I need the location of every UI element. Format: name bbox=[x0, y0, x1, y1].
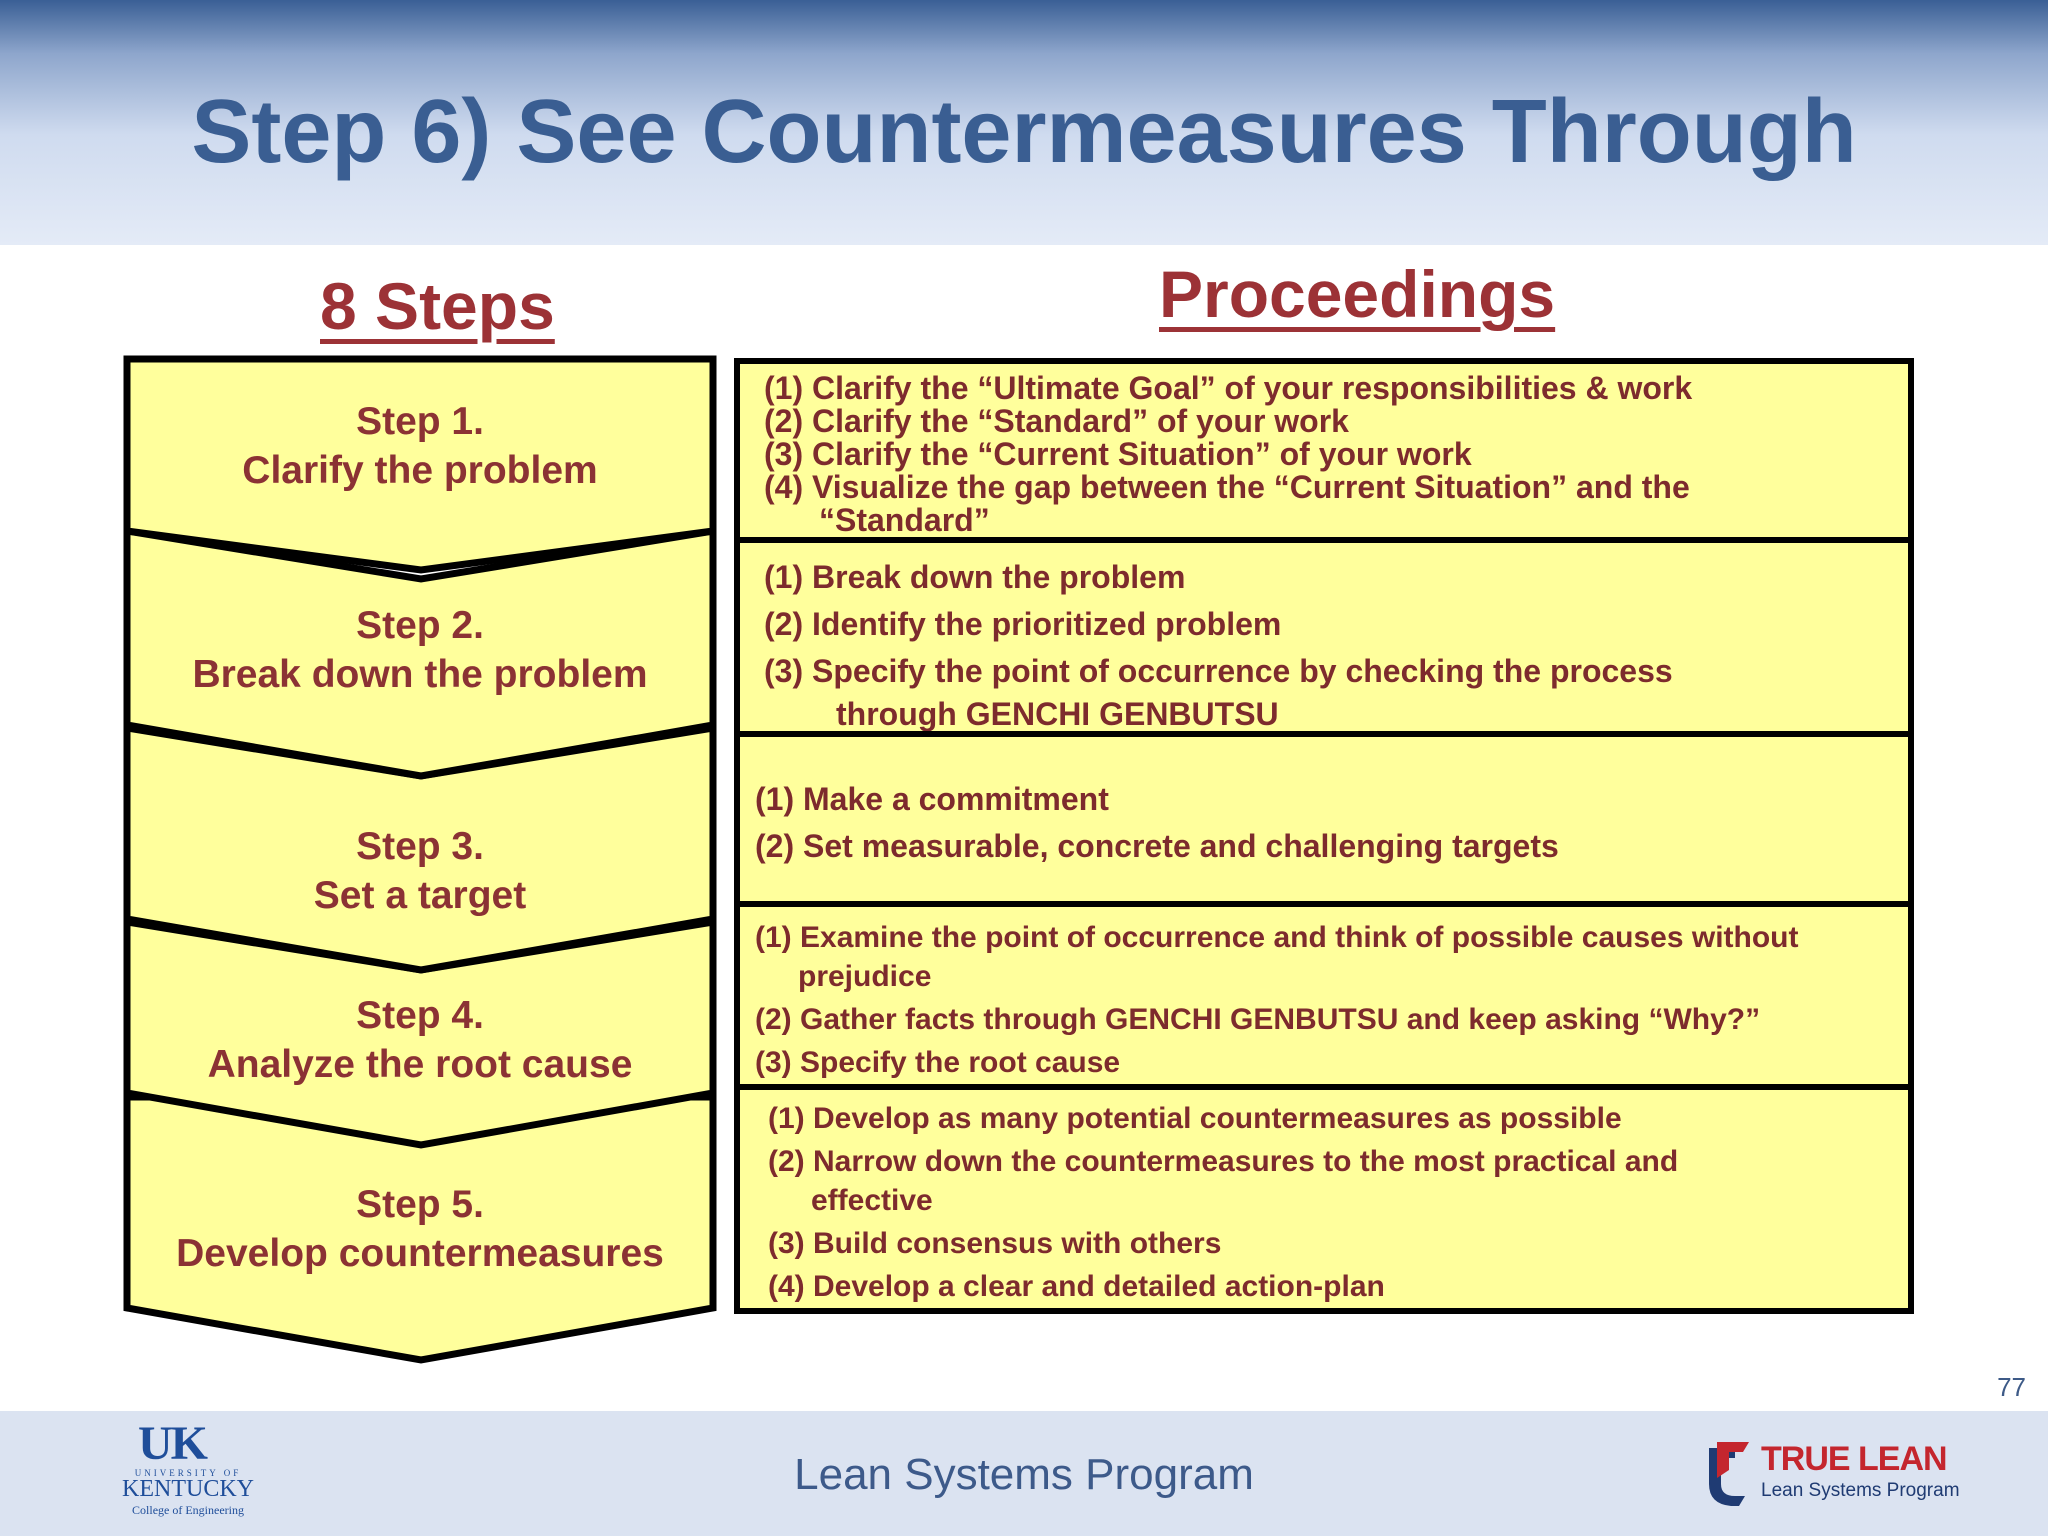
proceeding-line: (3) Build consensus with others bbox=[768, 1227, 1222, 1260]
proceeding-line: (2) Gather facts through GENCHI GENBUTSU… bbox=[755, 1003, 1761, 1036]
proceedings-box-step-2: (1) Break down the problem (2) Identify … bbox=[734, 537, 1914, 737]
true-lean-logo: TRUE LEAN Lean Systems Program bbox=[1705, 1440, 1960, 1510]
step-1-number: Step 1. bbox=[356, 400, 484, 443]
footer-bar bbox=[0, 1411, 2048, 1536]
page-number: 77 bbox=[1997, 1372, 2026, 1402]
footer-program-name: Lean Systems Program bbox=[794, 1450, 1254, 1499]
true-lean-title: TRUE LEAN bbox=[1761, 1440, 1948, 1478]
true-lean-subtitle: Lean Systems Program bbox=[1761, 1480, 1960, 1501]
proceedings-box-step-5: (1) Develop as many potential countermea… bbox=[734, 1084, 1914, 1314]
uk-engineering-logo: UK UNIVERSITY OF KENTUCKY College of Eng… bbox=[108, 1418, 268, 1518]
proceedings-box-step-4: (1) Examine the point of occurrence and … bbox=[734, 901, 1914, 1090]
proceedings-heading: Proceedings bbox=[1159, 257, 1556, 331]
proceeding-line: (3) Clarify the “Current Situation” of y… bbox=[764, 436, 1472, 472]
proceedings-box-step-3: (1) Make a commitment (2) Set measurable… bbox=[734, 731, 1914, 907]
proceeding-line: (1) Make a commitment bbox=[755, 781, 1109, 817]
step-1-label: Step 1. Clarify the problem bbox=[125, 397, 715, 495]
steps-heading: 8 Steps bbox=[320, 269, 555, 343]
step-5-title: Develop countermeasures bbox=[176, 1232, 664, 1275]
step-2-chevron bbox=[123, 526, 717, 780]
proceeding-line: effective bbox=[811, 1184, 933, 1217]
uk-logo-college: College of Engineering bbox=[132, 1503, 244, 1517]
proceeding-line: through GENCHI GENBUTSU bbox=[836, 696, 1279, 732]
proceeding-line: (1) Break down the problem bbox=[764, 559, 1186, 595]
proceeding-line: (4) Visualize the gap between the “Curre… bbox=[764, 469, 1690, 505]
step-5-label: Step 5. Develop countermeasures bbox=[125, 1180, 715, 1278]
step-2-number: Step 2. bbox=[356, 604, 484, 647]
proceeding-line: prejudice bbox=[798, 960, 932, 993]
step-3-title: Set a target bbox=[313, 874, 527, 917]
uk-logo-mark: UK bbox=[138, 1417, 208, 1470]
true-lean-mark-icon bbox=[1709, 1442, 1749, 1506]
step-4-number: Step 4. bbox=[356, 994, 484, 1037]
proceeding-line: (1) Clarify the “Ultimate Goal” of your … bbox=[764, 370, 1693, 406]
header-banner bbox=[0, 0, 2048, 245]
proceedings-box-step-1: (1) Clarify the “Ultimate Goal” of your … bbox=[734, 358, 1914, 543]
step-3-label: Step 3. Set a target bbox=[125, 822, 715, 920]
step-2-label: Step 2. Break down the problem bbox=[125, 601, 715, 699]
proceeding-line: (2) Identify the prioritized problem bbox=[764, 606, 1282, 642]
uk-logo-university-of: UNIVERSITY OF bbox=[134, 1468, 242, 1478]
proceeding-line: (2) Set measurable, concrete and challen… bbox=[755, 828, 1559, 864]
slide-title: Step 6) See Countermeasures Through bbox=[191, 82, 1857, 182]
proceeding-line: (3) Specify the root cause bbox=[755, 1046, 1121, 1079]
proceeding-line: (2) Clarify the “Standard” of your work bbox=[764, 403, 1349, 439]
proceeding-line: (3) Specify the point of occurrence by c… bbox=[764, 653, 1673, 689]
proceeding-line: “Standard” bbox=[819, 502, 990, 538]
proceeding-line: (1) Develop as many potential countermea… bbox=[768, 1102, 1622, 1135]
proceeding-line: (1) Examine the point of occurrence and … bbox=[755, 921, 1799, 954]
step-1-chevron bbox=[123, 355, 717, 574]
proceeding-line: (4) Develop a clear and detailed action-… bbox=[768, 1270, 1385, 1303]
step-3-number: Step 3. bbox=[356, 825, 484, 868]
step-4-title: Analyze the root cause bbox=[207, 1043, 633, 1086]
step-4-label: Step 4. Analyze the root cause bbox=[125, 991, 715, 1089]
uk-logo-kentucky: KENTUCKY bbox=[122, 1476, 254, 1502]
step-5-number: Step 5. bbox=[356, 1183, 484, 1226]
step-1-title: Clarify the problem bbox=[242, 449, 598, 492]
step-2-title: Break down the problem bbox=[192, 653, 648, 696]
proceeding-line: (2) Narrow down the countermeasures to t… bbox=[768, 1145, 1679, 1178]
